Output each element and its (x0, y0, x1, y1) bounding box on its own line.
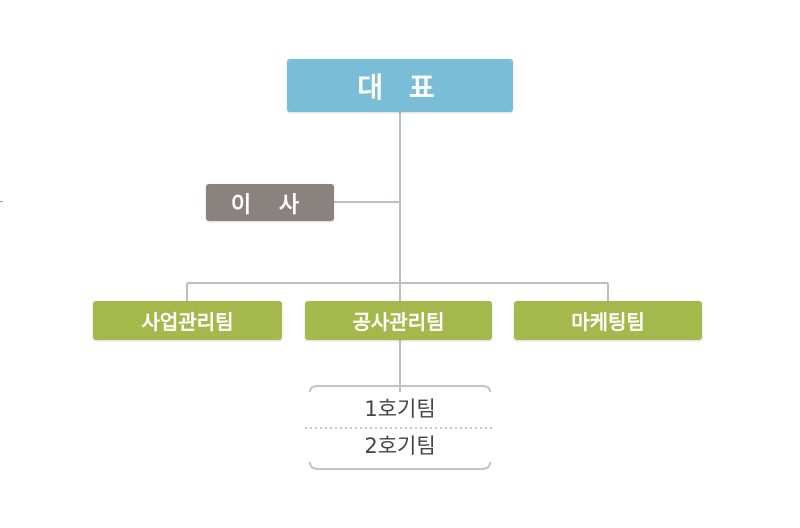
director-label: 이 사 (230, 192, 310, 218)
team-label: 사업관리팀 (141, 310, 234, 334)
team-label: 마케팅팀 (571, 310, 645, 334)
team-construction-management: 공사관리팀 (305, 301, 492, 340)
ceo-box: 대 표 (287, 59, 513, 112)
edge-mark (0, 201, 3, 202)
director-box: 이 사 (206, 184, 334, 221)
sub-team-bracket (309, 385, 491, 393)
team-marketing: 마케팅팀 (514, 301, 702, 340)
team-business-management: 사업관리팀 (93, 301, 282, 340)
sub-team-1: 1호기팀 (364, 397, 436, 421)
sub-team-bracket-bottom (309, 461, 491, 470)
ceo-label: 대 표 (357, 70, 443, 104)
sub-team-2: 2호기팀 (364, 434, 436, 458)
team-label: 공사관리팀 (352, 310, 445, 334)
